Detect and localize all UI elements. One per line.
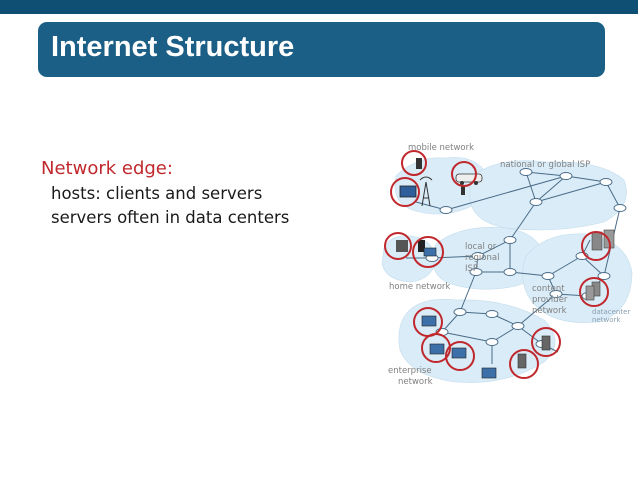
router: [485, 338, 499, 346]
label-datacenter-1: datacenter: [592, 308, 630, 316]
highlight-circle: [445, 341, 475, 371]
laptop-icon: [481, 367, 497, 379]
label-content-provider-2: provider: [532, 295, 568, 305]
phone-icon: [418, 240, 425, 252]
highlight-circle: [509, 349, 539, 379]
cell-tower-icon: [419, 176, 433, 207]
top-strip: [0, 0, 638, 14]
car-icon: [455, 173, 483, 183]
label-local-isp-3: ISP: [465, 264, 478, 274]
server-icon: [591, 231, 603, 251]
highlight-circle: [531, 327, 561, 357]
server-icon: [517, 353, 527, 369]
laptop-icon: [451, 347, 467, 359]
router: [469, 268, 483, 276]
label-enterprise-2: network: [398, 377, 433, 387]
highlight-circle: [390, 177, 420, 207]
laptop-icon: [421, 315, 437, 327]
router: [453, 308, 467, 316]
server-icon: [541, 335, 551, 351]
laptop-icon: [399, 185, 417, 198]
laptop-icon: [429, 343, 445, 355]
bullet-line-servers: servers often in data centers: [51, 208, 290, 227]
router: [541, 272, 555, 280]
router: [597, 272, 611, 280]
national-isp-cloud: [469, 160, 627, 231]
car-wheel: [460, 181, 464, 185]
phone-icon: [416, 158, 422, 169]
router: [613, 204, 627, 212]
highlight-circle: [401, 150, 427, 176]
router: [511, 322, 525, 330]
title-bar: Internet Structure: [38, 22, 605, 77]
router: [599, 178, 613, 186]
routers: [425, 168, 627, 348]
slide-title: Internet Structure: [51, 31, 295, 63]
highlight-circle: [451, 161, 477, 187]
label-content-provider-1: content: [532, 284, 565, 294]
highlight-circle: [421, 333, 451, 363]
router: [519, 168, 533, 176]
laptop-icon: [423, 247, 437, 257]
label-datacenter-2: network: [592, 316, 621, 324]
label-national-isp: national or global ISP: [500, 160, 590, 170]
network-clouds: [381, 157, 633, 383]
bullet-line-hosts: hosts: clients and servers: [51, 184, 263, 203]
label-local-isp-1: local or: [465, 242, 497, 252]
label-mobile-network: mobile network: [408, 143, 474, 153]
highlight-circle: [581, 231, 611, 261]
router: [503, 268, 517, 276]
router: [485, 310, 499, 318]
label-home-network: home network: [389, 282, 450, 292]
bullet-heading: Network edge:: [41, 158, 173, 179]
traffic-light-icon: [461, 186, 465, 195]
server-icon: [585, 285, 595, 301]
router: [503, 236, 517, 244]
car-wheel: [474, 181, 478, 185]
highlight-circle: [579, 277, 609, 307]
highlight-circle: [384, 232, 412, 260]
network-diagram: mobile network national or global ISP lo…: [381, 143, 633, 387]
desktop-icon: [396, 240, 408, 252]
bullet-list: Network edge: hosts: clients and servers…: [41, 156, 289, 230]
router: [559, 172, 573, 180]
router: [529, 198, 543, 206]
host-highlight-circles: [384, 150, 611, 379]
label-local-isp-2: regional: [465, 253, 499, 263]
label-content-provider-3: network: [532, 306, 567, 316]
router: [439, 206, 453, 214]
highlight-circle: [412, 236, 444, 268]
router: [471, 252, 485, 260]
router: [549, 290, 563, 298]
label-enterprise-1: enterprise: [388, 366, 432, 376]
